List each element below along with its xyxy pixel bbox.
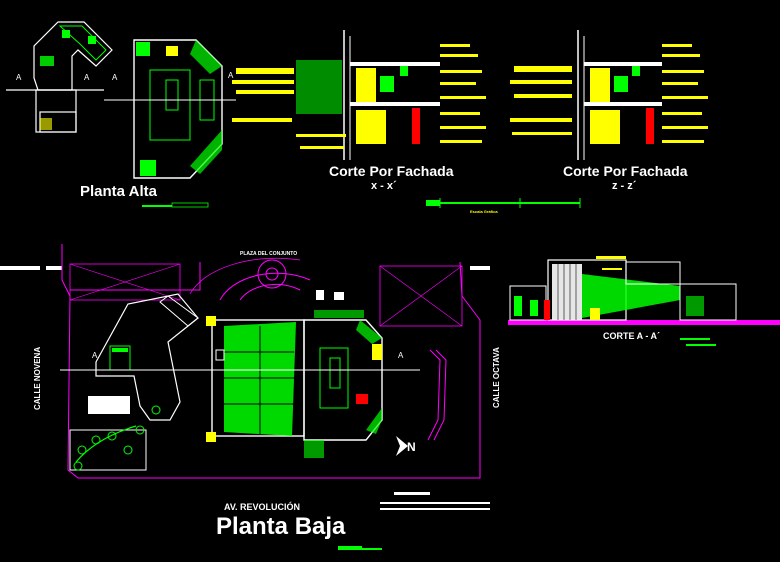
escala-grafica-label: Escala Gráfica — [470, 209, 498, 214]
av-revolucion-label: AV. REVOLUCIÓN — [224, 502, 301, 512]
planta-baja-auditorium — [206, 316, 305, 442]
calle-novena-label: CALLE NOVENA — [33, 346, 42, 410]
svg-text:A: A — [16, 73, 22, 82]
corte-a-section — [508, 256, 780, 346]
svg-text:A: A — [112, 73, 118, 82]
svg-text:A: A — [398, 351, 404, 360]
planta-baja-east-block — [303, 290, 383, 458]
corte-fachada-zz-subtitle: z - z´ — [612, 180, 637, 192]
svg-text:A: A — [84, 73, 90, 82]
north-arrow-icon — [396, 436, 408, 456]
svg-text:A: A — [92, 351, 98, 360]
north-label: N — [407, 440, 416, 454]
planta-baja-section-axis: A A — [60, 351, 420, 371]
planta-baja-west-block — [69, 293, 199, 471]
plaza-label: PLAZA DEL CONJUNTO — [240, 251, 298, 257]
corte-fachada-xx — [232, 30, 486, 160]
planta-alta-title: Planta Alta — [80, 183, 157, 200]
calle-octava-label: CALLE OCTAVA — [492, 347, 501, 408]
corte-fachada-zz — [510, 30, 708, 160]
svg-text:A: A — [228, 71, 234, 80]
planta-alta-main-plan: A A — [104, 39, 236, 208]
corte-fachada-xx-subtitle: x - x´ — [371, 180, 397, 192]
plaza-circular — [189, 257, 311, 301]
corte-fachada-zz-title: Corte Por Fachada — [563, 163, 688, 179]
av-revolucion-edge — [338, 492, 490, 550]
corte-a-title: CORTE A - A´ — [603, 331, 660, 341]
planta-alta-left-wing: A A — [6, 21, 113, 133]
site-boundary — [0, 244, 490, 479]
escala-grafica-bar — [426, 198, 581, 208]
corte-fachada-xx-title: Corte Por Fachada — [329, 163, 454, 179]
planta-baja-title: Planta Baja — [216, 513, 346, 540]
